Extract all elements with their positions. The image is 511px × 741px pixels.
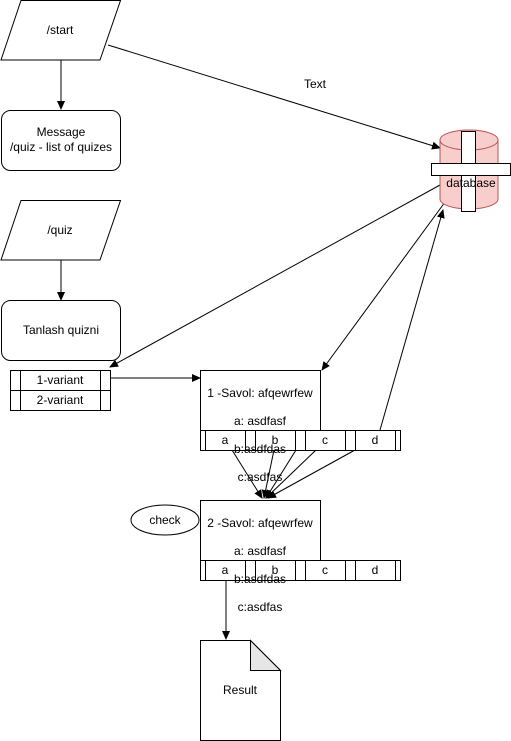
- question1-option: b:asdfdas: [233, 442, 287, 456]
- question1-box: [200, 370, 321, 431]
- question2-box: [200, 500, 321, 561]
- question2-content: 2 -Savol: afqewrfew a: asdfasf b:asdfdas…: [200, 502, 320, 628]
- question2-option: b:asdfdas: [233, 572, 287, 586]
- question2-button-d[interactable]: d: [371, 563, 379, 577]
- question2-option: c:asdfas: [237, 600, 283, 614]
- variant-item[interactable]: 2-variant: [36, 393, 84, 407]
- edge-database-to-variants: [109, 184, 441, 368]
- start-database-edge-label: Text: [304, 77, 327, 91]
- question2-button-b[interactable]: b: [271, 563, 279, 577]
- edge-option-d-to-question2: [267, 449, 356, 499]
- check-node: [130, 504, 200, 536]
- variant-item[interactable]: 1-variant: [36, 373, 84, 387]
- edge-question1-to-database: [379, 209, 445, 431]
- edge-option-a-to-question2: [231, 449, 263, 499]
- question1-button-d[interactable]: d: [371, 433, 379, 447]
- database-node: [431, 129, 511, 212]
- edge-start-to-database: [107, 44, 441, 150]
- question1-title: 1 -Savol: afqewrfew: [207, 386, 313, 400]
- question1-option: c:asdfas: [237, 470, 283, 484]
- question1-option: a: asdfasf: [233, 414, 287, 428]
- edge-database-to-question1: [321, 197, 449, 371]
- question2-button-c[interactable]: c: [322, 563, 328, 577]
- edge-option-c1-to-question2: [265, 449, 317, 499]
- question1-buttons: [200, 430, 401, 451]
- choose-quiz-node: [1, 300, 121, 361]
- question2-title: 2 -Savol: afqewrfew: [207, 516, 313, 530]
- question2-button-a[interactable]: a: [221, 563, 229, 577]
- question1-content: 1 -Savol: afqewrfew a: asdfasf b:asdfdas…: [200, 372, 320, 498]
- question2-buttons: [200, 560, 401, 581]
- quiz-node: [0, 200, 122, 261]
- message-node: [1, 110, 121, 171]
- question1-button-a[interactable]: a: [221, 433, 229, 447]
- result-node: [200, 639, 282, 741]
- edge-option-c2-to-question2: [265, 449, 297, 499]
- question1-button-b[interactable]: b: [271, 433, 279, 447]
- variants-list: [10, 370, 111, 411]
- question2-option: a: asdfasf: [233, 544, 287, 558]
- question1-button-c[interactable]: c: [322, 433, 328, 447]
- start-node: [0, 0, 122, 61]
